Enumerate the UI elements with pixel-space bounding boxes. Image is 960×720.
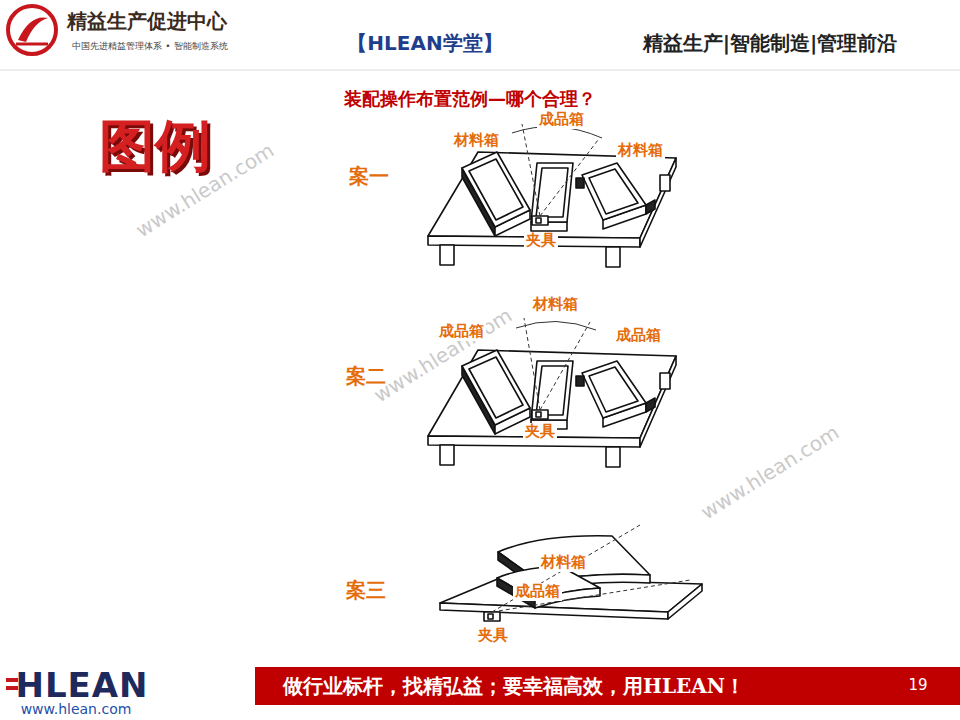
case1-reach-lines — [512, 124, 602, 216]
part-label: 夹具 — [523, 423, 557, 440]
part-label: 夹具 — [476, 627, 510, 644]
part-label: 成品箱 — [537, 111, 586, 128]
part-label: 材料箱 — [616, 142, 665, 159]
part-label: 成品箱 — [513, 583, 562, 600]
page-number: 19 — [908, 677, 927, 694]
case3-table — [440, 536, 702, 621]
header-org-name: 精益生产促进中心 — [67, 10, 227, 33]
case-label: 案一 — [349, 165, 389, 188]
case1-table — [428, 152, 676, 267]
part-label: 材料箱 — [531, 296, 580, 313]
legend-heading: 图例 — [99, 113, 211, 177]
header-rule — [0, 70, 960, 71]
header-brand: 【HLEAN学堂】 — [347, 32, 502, 55]
case-label: 案二 — [346, 365, 386, 388]
part-label: 夹具 — [524, 232, 558, 249]
case3-reach-lines — [492, 525, 690, 612]
footer-band: 做行业标杆，找精弘益；要幸福高效，用HLEAN！ — [255, 667, 960, 705]
logo-mark — [8, 6, 56, 54]
part-label: 成品箱 — [614, 327, 663, 344]
footer-logo: HLEAN — [15, 666, 148, 705]
part-label: 成品箱 — [437, 323, 486, 340]
header-tagline: 中国先进精益管理体系 • 智能制造系统 — [72, 41, 227, 51]
header-slogan: 精益生产|智能制造|管理前沿 — [643, 32, 898, 55]
watermark: www.hlean.com — [697, 420, 843, 523]
case-label: 案三 — [346, 579, 386, 602]
slide-title: 装配操作布置范例—哪个合理？ — [344, 89, 596, 110]
case2-reach-lines — [516, 318, 596, 410]
case2-table — [428, 350, 676, 467]
footer-slogan: 做行业标杆，找精弘益；要幸福高效，用HLEAN！ — [283, 673, 745, 700]
footer-url: www.hlean.com — [21, 701, 132, 717]
part-label: 材料箱 — [452, 132, 501, 149]
part-label: 材料箱 — [539, 554, 588, 571]
